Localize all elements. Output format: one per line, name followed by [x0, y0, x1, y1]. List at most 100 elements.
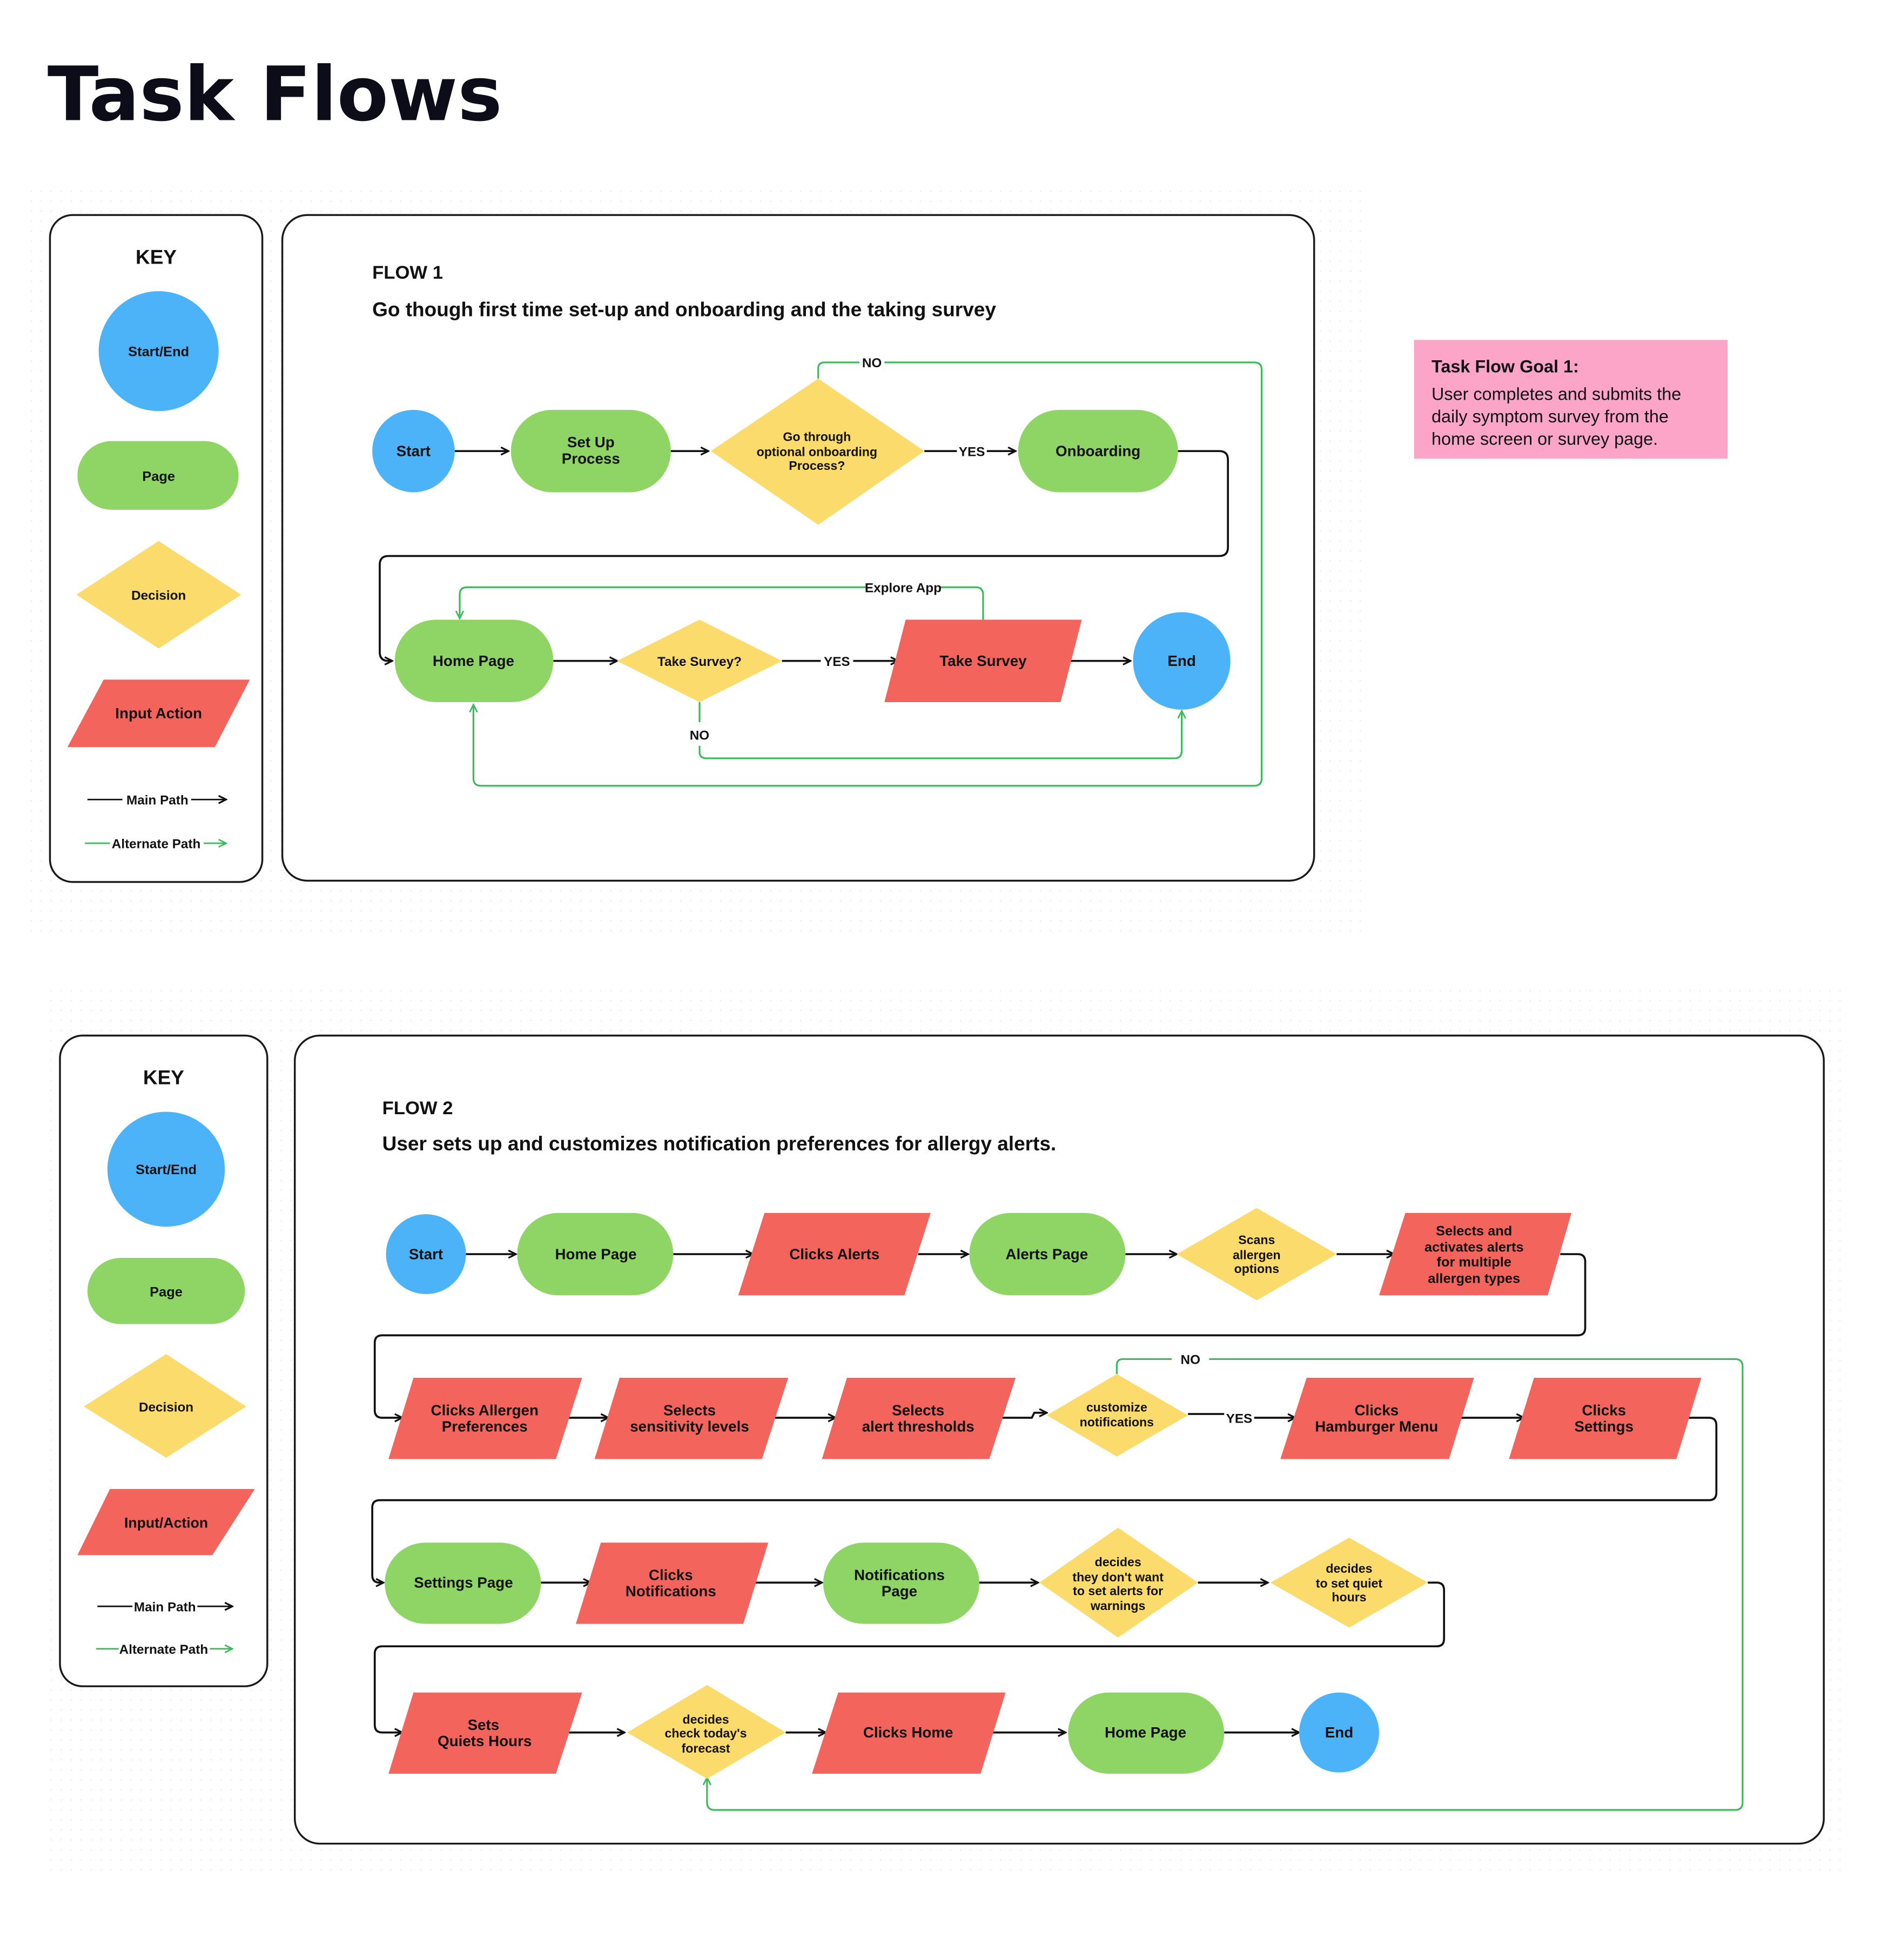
edge-label-explore: Explore App: [865, 581, 942, 595]
node-scans-label-3: options: [1234, 1262, 1279, 1276]
node-forecast-decision: [627, 1685, 786, 1779]
node-notifications-page-label-2: Page: [882, 1583, 917, 1600]
node-sets-quiet-label-1: Sets: [468, 1716, 500, 1733]
node-customize-decision: [1046, 1374, 1188, 1457]
goal-note: Task Flow Goal 1: User completes and sub…: [1414, 340, 1728, 459]
node-customize-label-2: notifications: [1080, 1415, 1154, 1429]
node-start: [372, 409, 455, 493]
node-end-label: End: [1325, 1724, 1353, 1741]
key-input-action-shape: [67, 679, 250, 747]
alt-no-a: [1116, 1358, 1172, 1375]
node-thresholds-label-1: Selects: [892, 1402, 944, 1418]
key-input-action-label: Input/Action: [124, 1515, 208, 1531]
key-alternate-path-label: Alternate Path: [112, 837, 201, 852]
node-sets-quiet-hours: [388, 1692, 582, 1774]
node-onboard-decision: [710, 379, 925, 525]
alt-no-onboard-to-home: [473, 361, 1263, 787]
node-clicks-alerts: [738, 1213, 931, 1296]
connector-row2-row3: [371, 1417, 1718, 1582]
node-sensitivity-label-2: sensitivity levels: [630, 1418, 749, 1434]
node-forecast-label-1: decides: [683, 1713, 729, 1727]
node-no-warnings-label-3: to set alerts for: [1073, 1584, 1163, 1598]
node-forecast-label-3: forecast: [682, 1741, 730, 1755]
node-selects-activates-label-2: activates alerts: [1424, 1240, 1524, 1255]
node-setup-process: [510, 409, 671, 493]
node-take-survey: [884, 619, 1082, 702]
node-onboard-decision-label-2: optional onboarding: [757, 444, 877, 459]
node-home-page-label: Home Page: [433, 652, 514, 669]
node-clicks-notifications: [576, 1543, 769, 1624]
node-selects-activates-label-3: for multiple: [1436, 1255, 1511, 1270]
key-input-action-label: Input Action: [115, 705, 202, 722]
key-decision-label: Decision: [139, 1400, 193, 1415]
node-start-label: Start: [397, 442, 431, 459]
goal-note-background: [1414, 340, 1728, 459]
goal-note-title: Task Flow Goal 1:: [1432, 356, 1579, 376]
flow-2-label: FLOW 2: [382, 1098, 453, 1119]
node-scans-decision: [1177, 1208, 1337, 1301]
flow-1-panel: FLOW 1 Go though first time set-up and o…: [281, 214, 1315, 882]
alt-no-survey-to-end: [698, 711, 1182, 759]
node-no-warnings-label-1: decides: [1095, 1555, 1141, 1569]
key-alternate-path-label: Alternate Path: [119, 1642, 209, 1657]
node-notifications-page-label-1: Notifications: [854, 1567, 945, 1584]
key-page-shape: [87, 1258, 245, 1324]
node-onboarding-label: Onboarding: [1056, 442, 1140, 459]
node-hamburger: [1280, 1378, 1474, 1459]
node-quiet-decision-label-1: decides: [1326, 1561, 1372, 1575]
node-end: [1299, 1692, 1379, 1773]
node-sensitivity-label-1: Selects: [663, 1402, 716, 1418]
node-survey-decision-label: Take Survey?: [657, 655, 742, 669]
node-survey-decision: [617, 619, 782, 702]
node-notifications-page: [823, 1543, 979, 1624]
node-home-page-2-label: Home Page: [1105, 1724, 1186, 1741]
node-forecast-label-2: check today's: [665, 1726, 747, 1740]
node-clicks-notifications-label-2: Notifications: [626, 1583, 716, 1600]
node-allergen-prefs-label-1: Clicks Allergen: [431, 1402, 539, 1418]
node-quiet-decision-label-3: hours: [1332, 1590, 1366, 1604]
key-title: KEY: [143, 1067, 184, 1089]
key-page-label: Page: [142, 469, 175, 484]
node-clicks-settings-label-2: Settings: [1574, 1418, 1633, 1434]
node-thresholds: [822, 1378, 1016, 1459]
node-clicks-alerts-label: Clicks Alerts: [789, 1245, 879, 1262]
node-quiet-decision-label-2: to set quiet: [1316, 1577, 1383, 1591]
flow-1-label: FLOW 1: [372, 262, 443, 283]
goal-note-line-2: daily symptom survey from the: [1432, 407, 1669, 426]
key-title: KEY: [136, 246, 177, 268]
edge-label-no-survey: NO: [690, 728, 709, 743]
edge-label-no: NO: [1181, 1353, 1200, 1368]
key-start-end-label: Start/End: [128, 344, 189, 359]
key-panel-2: KEY Start/End Page Decision Input/Action…: [59, 1034, 268, 1687]
connector-onboarding-home: [379, 450, 1229, 661]
node-settings-page-label: Settings Page: [414, 1574, 513, 1591]
node-no-warnings-label-4: warnings: [1090, 1599, 1145, 1613]
node-setup-label-2: Process: [562, 450, 620, 467]
goal-note-line-1: User completes and submits the: [1432, 384, 1681, 403]
node-home-page-label: Home Page: [555, 1245, 637, 1262]
node-settings-page: [385, 1543, 541, 1624]
key-start-end-shape: [98, 291, 219, 412]
alt-explore-a: [940, 586, 984, 620]
node-allergen-prefs: [388, 1378, 582, 1459]
alt-no-to-forecast: [707, 1358, 1744, 1811]
node-start: [386, 1214, 466, 1295]
node-alerts-page-label: Alerts Page: [1006, 1245, 1088, 1262]
key-decision-label: Decision: [131, 588, 186, 603]
flow-2-description: User sets up and customizes notification…: [382, 1133, 1057, 1155]
key-main-path-label: Main Path: [126, 793, 189, 808]
page-title: Task Flows: [48, 50, 502, 138]
key-page-label: Page: [150, 1285, 183, 1300]
node-hamburger-label-1: Clicks: [1354, 1402, 1399, 1418]
flow-2-panel: FLOW 2 User sets up and customizes notif…: [294, 1034, 1825, 1845]
node-clicks-home: [812, 1692, 1006, 1774]
node-end-label: End: [1167, 652, 1195, 669]
node-selects-activates: [1379, 1213, 1572, 1296]
node-sensitivity: [594, 1378, 789, 1459]
connector: [999, 1413, 1047, 1419]
key-start-end-label: Start/End: [136, 1162, 197, 1177]
node-clicks-settings: [1509, 1378, 1702, 1459]
node-quiet-hours-decision: [1270, 1538, 1428, 1628]
key-panel-1: KEY Start/End Page Decision Input Action…: [49, 214, 264, 883]
